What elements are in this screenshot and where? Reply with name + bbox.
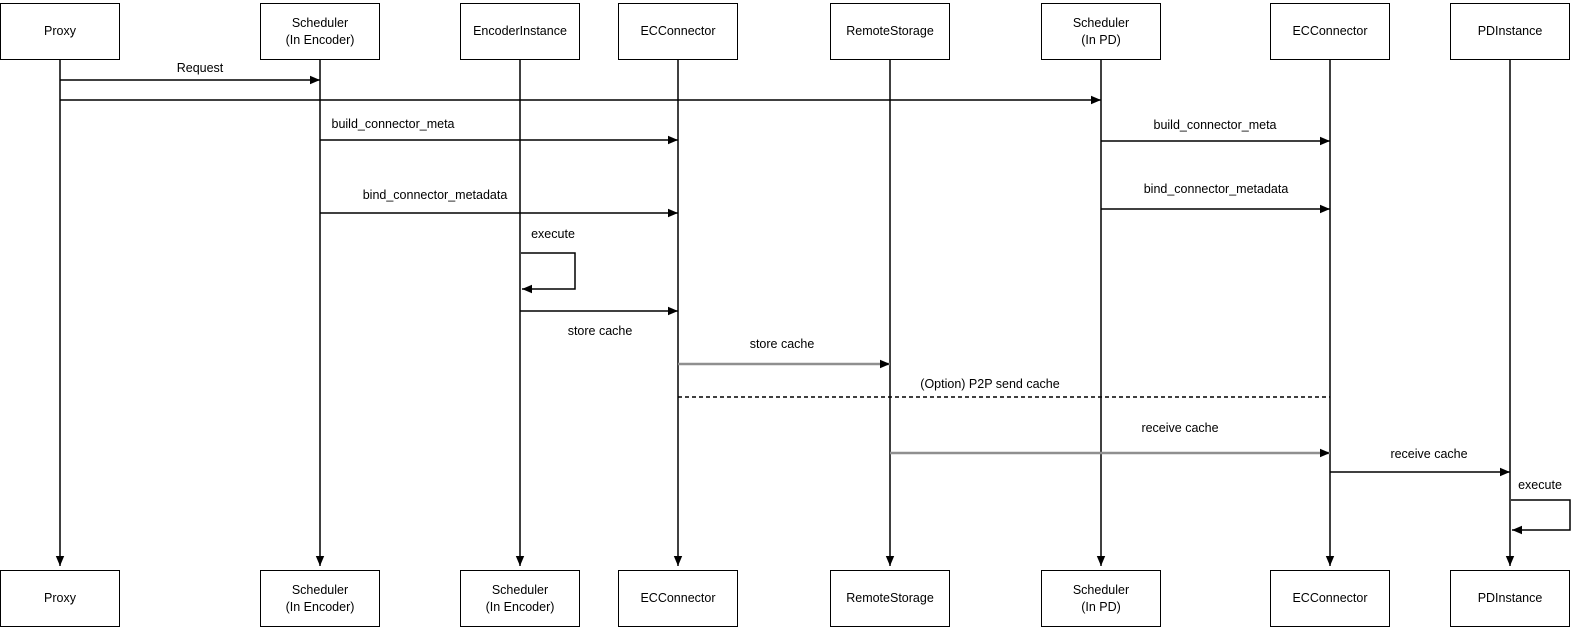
participant-bottom-scheduler-pd: Scheduler (In PD) — [1041, 570, 1161, 627]
participant-top-scheduler-encoder: Scheduler (In Encoder) — [260, 3, 380, 60]
message-label-execute-pd: execute — [1516, 478, 1564, 493]
message-label-execute-encoder: execute — [529, 227, 577, 242]
message-label-receive-cache-2: receive cache — [1388, 447, 1470, 462]
participant-top-ecconnector-pd: ECConnector — [1270, 3, 1390, 60]
arrow-execute-self-loop-encoder — [521, 252, 576, 294]
participant-bottom-ecconnector-pd: ECConnector — [1270, 570, 1390, 627]
participant-label: Scheduler (In PD) — [1072, 583, 1130, 614]
participant-label: ECConnector — [1292, 24, 1368, 39]
message-label-store-cache-2: store cache — [747, 337, 817, 352]
participant-top-pdinstance: PDInstance — [1450, 3, 1570, 60]
participant-label: ECConnector — [640, 24, 716, 39]
message-label-build-connector-meta-left: build_connector_meta — [329, 117, 457, 132]
participant-bottom-scheduler-encoder: Scheduler (In Encoder) — [260, 570, 380, 627]
participant-label: Scheduler (In PD) — [1072, 16, 1130, 47]
participant-label: Proxy — [44, 591, 76, 606]
message-label-store-cache-1: store cache — [565, 324, 635, 339]
participant-top-scheduler-pd: Scheduler (In PD) — [1041, 3, 1161, 60]
participant-label: PDInstance — [1477, 24, 1543, 39]
participant-top-proxy: Proxy — [0, 3, 120, 60]
participant-label: Scheduler (In Encoder) — [285, 16, 355, 47]
arrow-execute-self-loop-pd — [1511, 499, 1571, 535]
message-label-p2p-send-cache: (Option) P2P send cache — [918, 377, 1062, 392]
participant-bottom-pdinstance: PDInstance — [1450, 570, 1570, 627]
participant-top-remotestorage: RemoteStorage — [830, 3, 950, 60]
participant-bottom-ecconnector-encoder: ECConnector — [618, 570, 738, 627]
participant-top-ecconnector-encoder: ECConnector — [618, 3, 738, 60]
participant-label: PDInstance — [1477, 591, 1543, 606]
participant-top-encoderinstance: EncoderInstance — [460, 3, 580, 60]
participant-label: ECConnector — [1292, 591, 1368, 606]
participant-label: RemoteStorage — [846, 591, 934, 606]
participant-bottom-remotestorage: RemoteStorage — [830, 570, 950, 627]
message-label-bind-connector-metadata-left: bind_connector_metadata — [360, 188, 510, 203]
message-label-receive-cache-1: receive cache — [1139, 421, 1221, 436]
message-label-request: Request — [174, 61, 226, 76]
participant-label: ECConnector — [640, 591, 716, 606]
participant-label: Scheduler (In Encoder) — [485, 583, 555, 614]
participant-bottom-proxy: Proxy — [0, 570, 120, 627]
participant-bottom-scheduler-encoder-2: Scheduler (In Encoder) — [460, 570, 580, 627]
participant-label: EncoderInstance — [473, 24, 567, 39]
participant-label: Scheduler (In Encoder) — [285, 583, 355, 614]
participant-label: Proxy — [44, 24, 76, 39]
message-label-bind-connector-metadata-right: bind_connector_metadata — [1141, 182, 1291, 197]
message-label-build-connector-meta-right: build_connector_meta — [1151, 118, 1279, 133]
participant-label: RemoteStorage — [846, 24, 934, 39]
